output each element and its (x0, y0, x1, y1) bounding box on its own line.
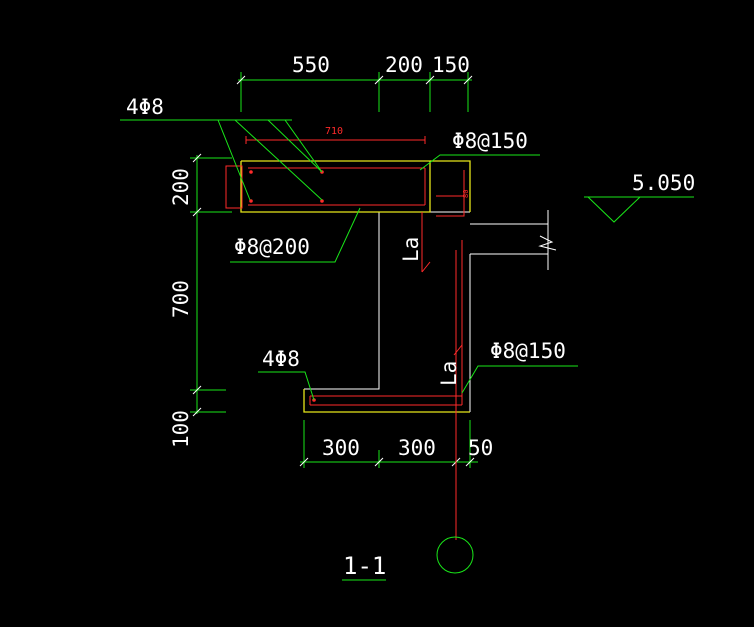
dim-left-700: 700 (169, 280, 193, 318)
label-elevation: 5.050 (632, 171, 695, 195)
concrete-edge (240, 160, 471, 413)
dim-left-100: 100 (169, 410, 193, 448)
inner-dim-80: 80 (462, 190, 470, 198)
dim-top-200: 200 (385, 53, 423, 77)
left-dimension-chain (190, 153, 232, 417)
label-anchor-lower: La (437, 361, 461, 386)
label-top-stirrup: Φ8@150 (452, 129, 528, 153)
label-anchor-upper: La (399, 237, 423, 262)
top-dimension-chain (236, 72, 473, 112)
dim-bottom-50: 50 (468, 436, 493, 460)
label-slab-bottom-rebar: Φ8@200 (234, 235, 310, 259)
section-label: 1-1 (343, 552, 386, 580)
dim-top-550: 550 (292, 53, 330, 77)
dim-top-150: 150 (432, 53, 470, 77)
label-bottom-stirrup: Φ8@150 (490, 339, 566, 363)
concrete-outline (304, 210, 557, 412)
dim-bottom-300a: 300 (322, 436, 360, 460)
dim-left-200: 200 (169, 168, 193, 206)
axis-circle (436, 536, 474, 574)
inner-dim-710: 710 (325, 126, 343, 137)
leader-lines (120, 119, 694, 581)
label-bottom-long-rebar: 4Φ8 (262, 347, 300, 371)
rebar-lines (225, 136, 465, 540)
label-top-long-rebar: 4Φ8 (126, 95, 164, 119)
dim-bottom-300b: 300 (398, 436, 436, 460)
